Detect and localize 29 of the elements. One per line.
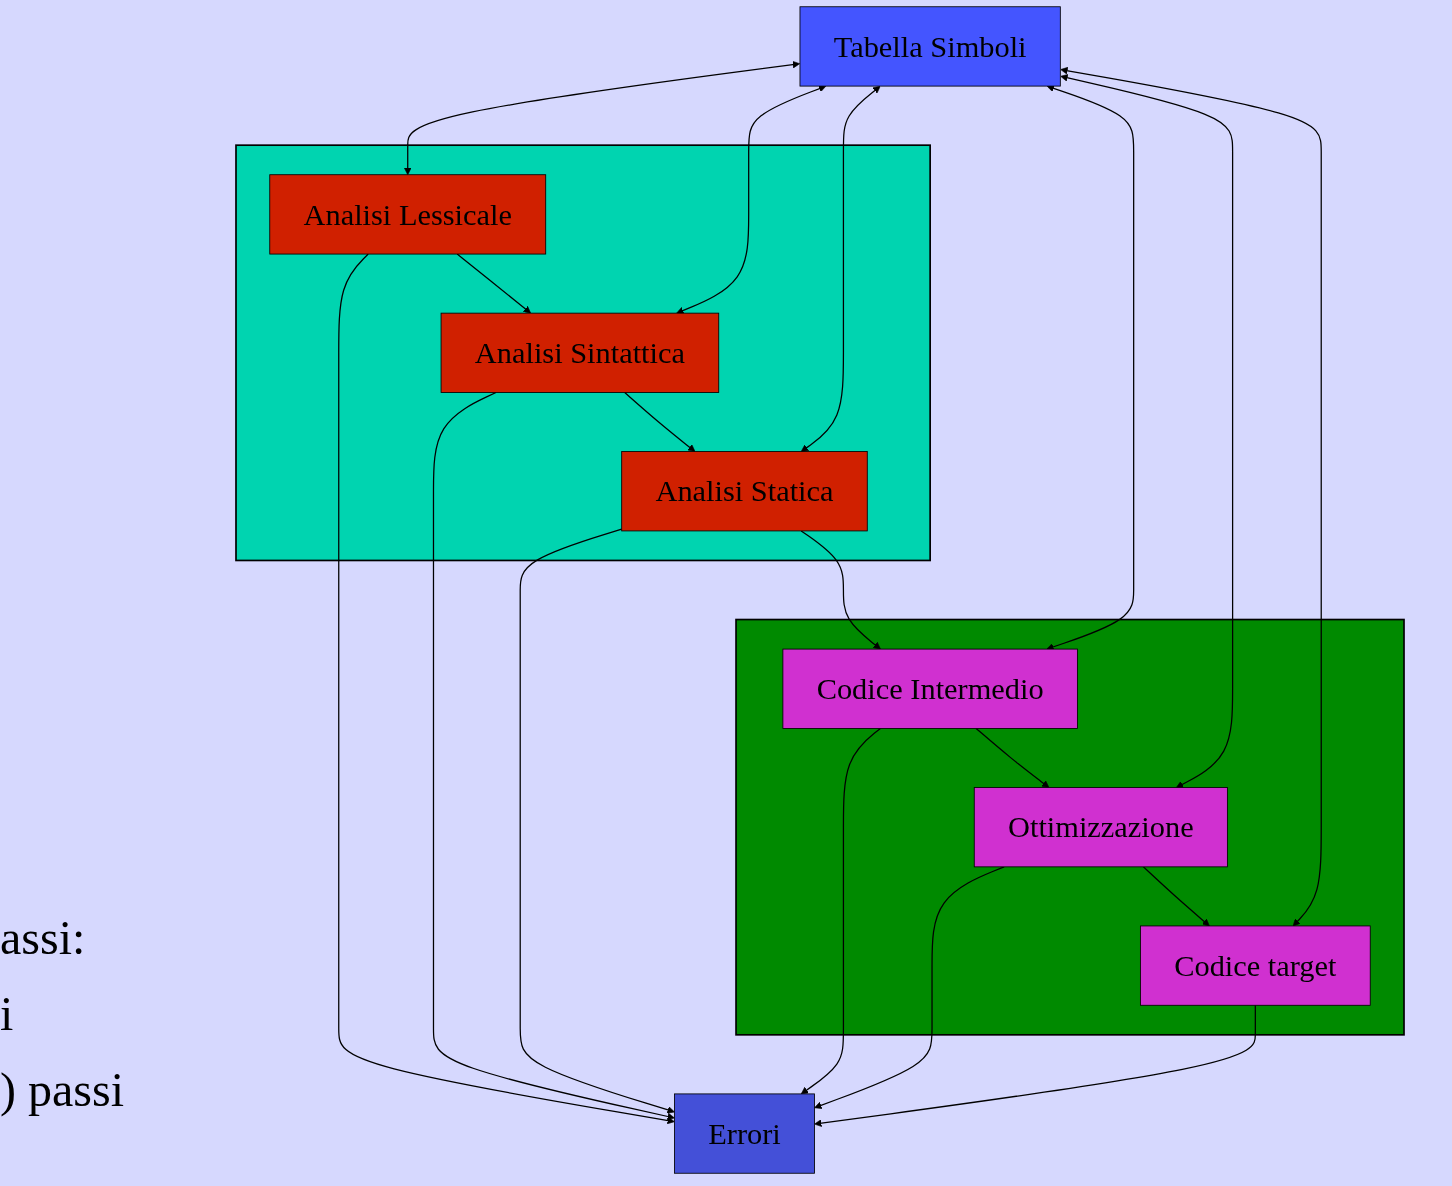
text-fragment: ) passi [0, 1062, 124, 1119]
arrow [1060, 67, 1322, 927]
node-box: Ottimizzazione [973, 787, 1228, 868]
arrow [519, 528, 675, 1114]
node-box: Codice Intermedio [782, 648, 1078, 729]
arrow [814, 1004, 1256, 1127]
arrow [975, 727, 1050, 788]
cluster [235, 144, 931, 562]
arrow [624, 391, 696, 452]
arrow [800, 530, 881, 650]
arrow [1142, 866, 1210, 927]
arrow [338, 253, 675, 1125]
arrow [676, 85, 827, 315]
node-box: Errori [674, 1093, 815, 1174]
text-fragment: assi: [0, 910, 87, 966]
arrow [800, 727, 882, 1095]
node-box: Codice target [1140, 925, 1371, 1006]
node-box: Analisi Sintattica [440, 312, 720, 393]
node-box: Analisi Statica [621, 451, 868, 532]
arrow [800, 85, 881, 452]
cluster [735, 618, 1405, 1036]
arrow [404, 60, 800, 176]
arrow [1060, 74, 1234, 788]
text-fragment: i [0, 986, 15, 1042]
arrow [432, 391, 675, 1121]
arrow [814, 866, 1005, 1109]
node-box: Tabella Simboli [799, 6, 1061, 87]
arrow [456, 253, 531, 314]
node-box: Analisi Lessicale [269, 174, 547, 255]
